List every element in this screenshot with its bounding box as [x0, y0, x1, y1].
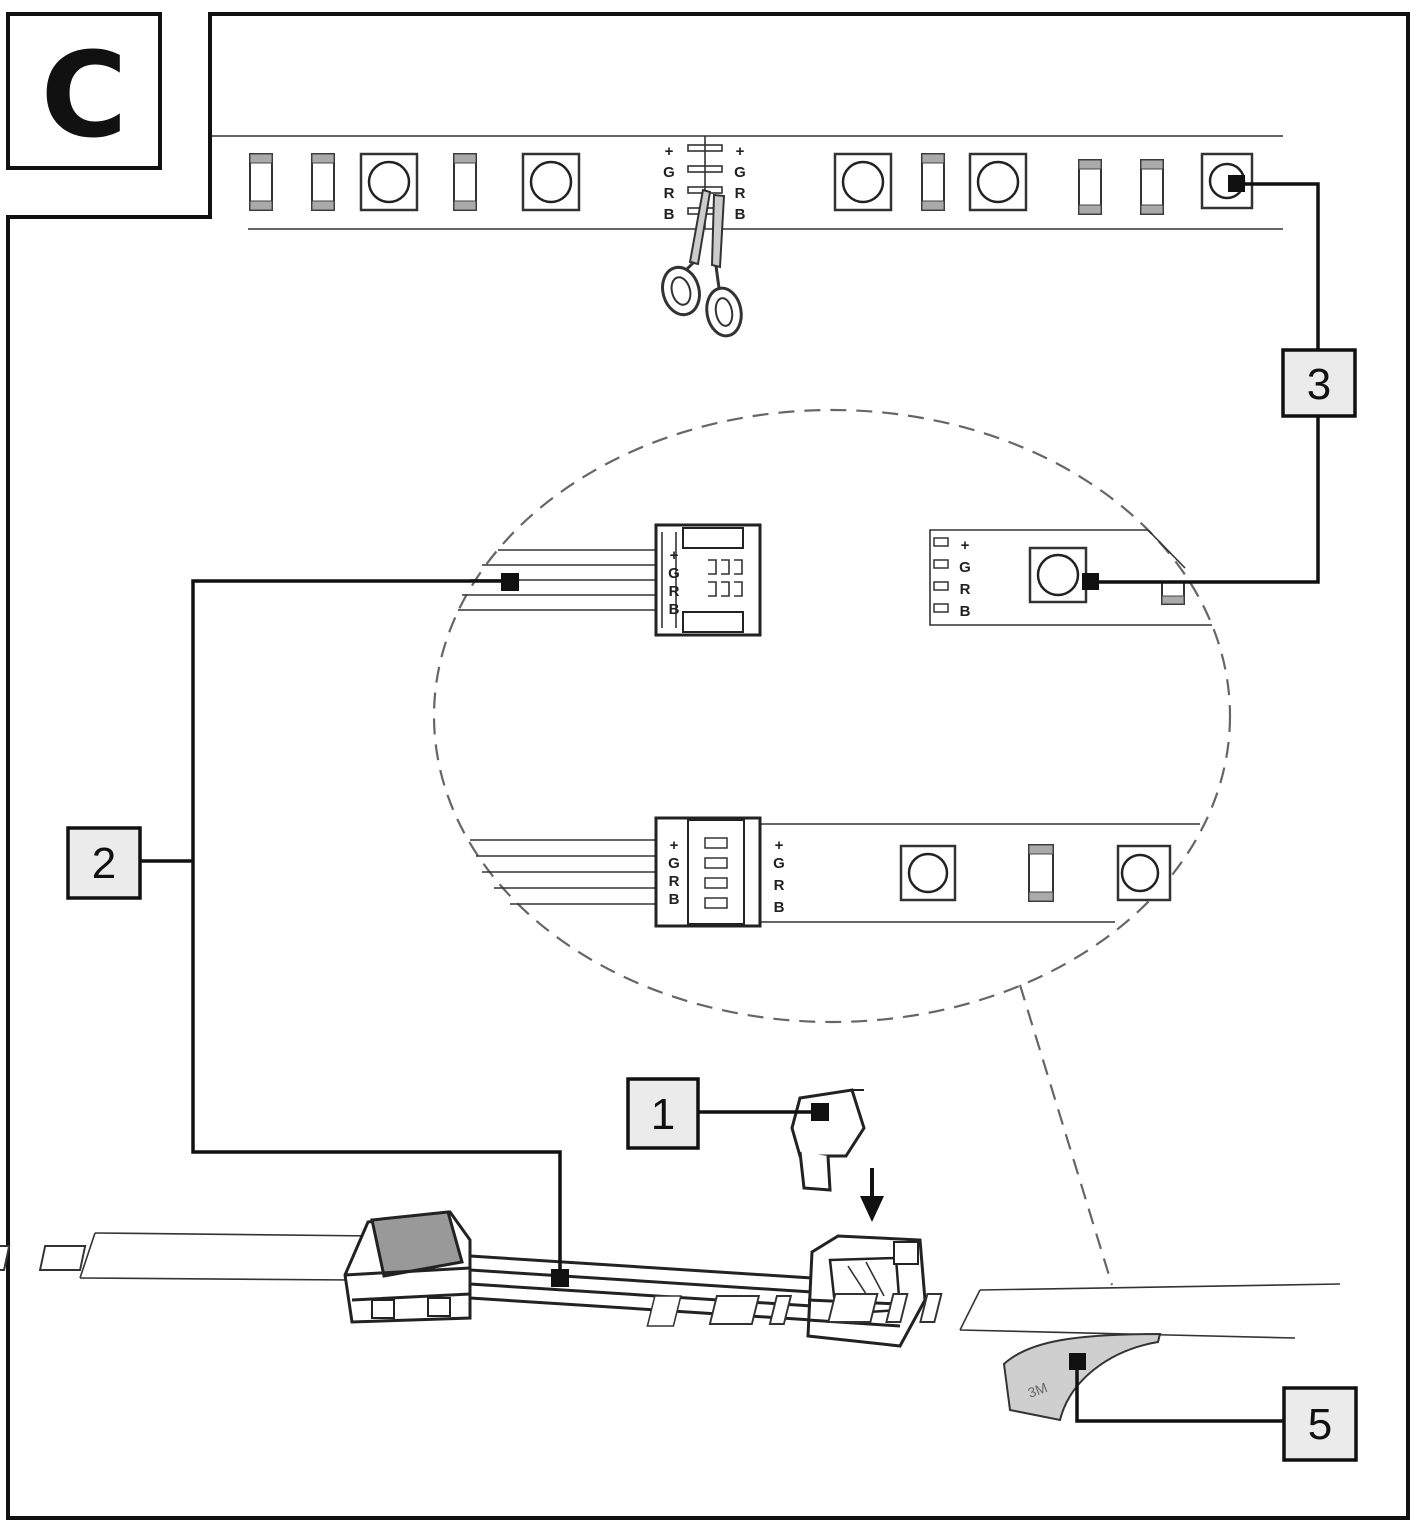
pin-label-left-g: G — [663, 164, 675, 181]
zoom-pointer-line — [1018, 984, 1114, 1286]
led-chip — [521, 152, 581, 212]
panel-letter-box — [6, 12, 162, 170]
leader-marker-3a — [1228, 175, 1245, 192]
callout-2 — [66, 826, 142, 900]
resistor — [1078, 159, 1102, 215]
end-pin-r: R — [960, 581, 971, 598]
lower-pin-left-plus: + — [670, 837, 679, 854]
upper-pin-b: B — [669, 601, 680, 618]
leader-marker-2a — [501, 573, 519, 591]
lower-pin-right-r: R — [774, 877, 785, 894]
leader-line-5 — [1075, 1362, 1284, 1423]
leader-marker-3b — [1082, 573, 1099, 590]
clip-cover — [790, 1088, 866, 1192]
end-pin-plus: + — [961, 537, 970, 554]
led-strip-adhesive: 3M — [646, 1283, 1341, 1422]
clip-connector-left — [343, 1210, 472, 1324]
lower-pin-left-g: G — [668, 855, 680, 872]
pin-label-right-b: B — [735, 206, 746, 223]
callout-3-label: 3 — [1307, 360, 1331, 409]
pin-label-right-g: G — [734, 164, 746, 181]
led-chip — [968, 152, 1028, 212]
upper-pin-plus: + — [670, 547, 679, 564]
callout-2-label: 2 — [92, 839, 116, 888]
pin-label-left-plus: + — [665, 143, 674, 160]
strip-end-piece: + G R B — [929, 529, 1212, 626]
panel-frame — [6, 12, 1410, 1520]
resistor — [453, 153, 477, 211]
callout-5 — [1282, 1386, 1358, 1462]
callout-1 — [626, 1077, 700, 1150]
upper-pin-g: G — [668, 565, 680, 582]
leader-line-2 — [140, 579, 562, 1278]
lower-pin-left-r: R — [669, 873, 680, 890]
tape-brand-mark: 3M — [1026, 1379, 1050, 1401]
end-pin-b: B — [960, 603, 971, 620]
resistor — [921, 153, 945, 211]
connector-lower: + G R B + G R B — [470, 816, 1200, 928]
resistor — [1140, 159, 1164, 215]
led-strip-top: + G R B + G R B — [212, 135, 1283, 230]
led-strip-bottom-left — [0, 1232, 376, 1281]
panel-letter: C — [41, 26, 128, 164]
callout-3 — [1281, 348, 1357, 418]
leader-line-3 — [1090, 182, 1320, 584]
pin-label-left-r: R — [664, 185, 675, 202]
lower-pin-right-g: G — [773, 855, 785, 872]
pin-label-left-b: B — [664, 206, 675, 223]
lower-pin-left-b: B — [669, 891, 680, 908]
connector-wires — [469, 1254, 813, 1322]
lower-pin-right-b: B — [774, 899, 785, 916]
leader-marker-5 — [1069, 1353, 1086, 1370]
pin-label-right-r: R — [735, 185, 746, 202]
lower-pin-right-plus: + — [775, 837, 784, 854]
arrow-down-icon — [860, 1168, 884, 1222]
callout-5-label: 5 — [1308, 1400, 1332, 1449]
pin-label-right-plus: + — [736, 143, 745, 160]
clip-connector-right — [806, 1234, 927, 1348]
led-chip — [359, 152, 419, 212]
resistor — [249, 153, 273, 211]
leader-marker-1 — [811, 1103, 829, 1121]
callout-1-label: 1 — [651, 1090, 675, 1139]
leader-marker-2b — [551, 1269, 569, 1287]
upper-pin-r: R — [669, 583, 680, 600]
zoom-circle — [432, 408, 1232, 1024]
resistor — [311, 153, 335, 211]
end-pin-g: G — [959, 559, 971, 576]
led-chip — [833, 152, 893, 212]
connector-upper: + G R B — [458, 523, 762, 637]
scissors-icon — [661, 188, 743, 338]
